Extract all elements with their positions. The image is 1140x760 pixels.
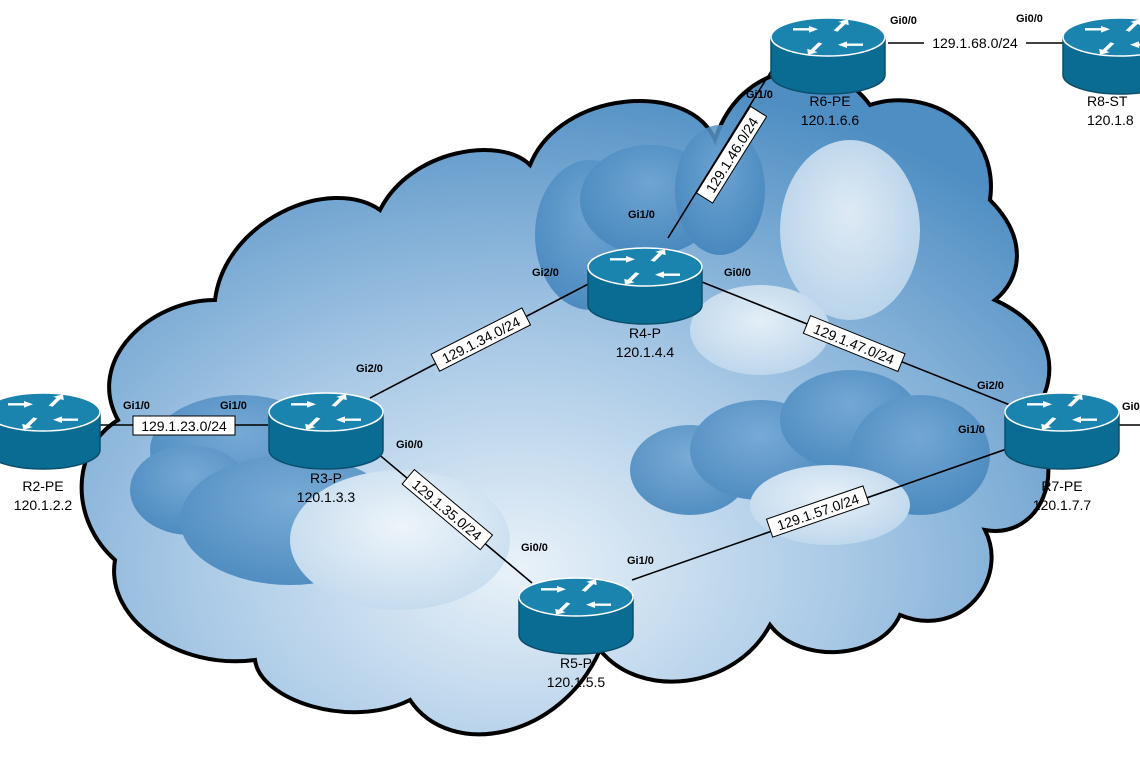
router-address-r6: 120.1.6.6 bbox=[801, 112, 860, 128]
router-icon bbox=[770, 17, 886, 95]
arrow-right-icon bbox=[1027, 401, 1052, 408]
router-arrows bbox=[610, 249, 680, 285]
interface-label-r7-l57: Gi1/0 bbox=[958, 424, 985, 436]
router-name-r4: R4-P bbox=[629, 325, 661, 341]
interface-label-r8-l68: Gi0/0 bbox=[1016, 13, 1043, 25]
subnet-text: 129.1.23.0/24 bbox=[141, 418, 227, 434]
subnet-label-l68: 129.1.68.0/24 bbox=[924, 33, 1026, 52]
routers-layer bbox=[0, 17, 1140, 655]
arrow-right-icon bbox=[541, 586, 566, 593]
router-address-r7: 120.1.7.7 bbox=[1033, 497, 1092, 513]
router-name-r6: R6-PE bbox=[809, 93, 850, 109]
arrow-right-icon bbox=[793, 26, 818, 33]
arrow-left-icon bbox=[53, 416, 78, 423]
router-address-r3: 120.1.3.3 bbox=[297, 489, 356, 505]
link-r4-r6 bbox=[667, 59, 779, 239]
interface-label-r4-l47: Gi0/0 bbox=[724, 267, 751, 279]
interface-labels: Gi1/0 Gi1/0 Gi2/0 Gi2/0 Gi0/0 Gi0/0 Gi1/… bbox=[123, 13, 1140, 567]
arrow-down-icon bbox=[1099, 42, 1115, 55]
arrow-down-icon bbox=[22, 417, 38, 430]
interface-label-r5-l57: Gi1/0 bbox=[627, 555, 654, 567]
arrow-up-icon bbox=[1125, 19, 1140, 32]
interface-label-r7-l47: Gi2/0 bbox=[977, 380, 1004, 392]
interface-label-r3-l34: Gi2/0 bbox=[356, 363, 383, 375]
arrow-up-icon bbox=[1067, 394, 1083, 407]
router-name-r7: R7-PE bbox=[1041, 478, 1082, 494]
router-icon bbox=[587, 247, 703, 325]
router-icon bbox=[518, 577, 634, 655]
arrow-up-icon bbox=[650, 249, 666, 262]
arrow-left-icon bbox=[336, 416, 361, 423]
router-arrows bbox=[1027, 394, 1097, 430]
router-r5[interactable] bbox=[518, 577, 634, 655]
interface-label-r6-l68: Gi0/0 bbox=[890, 15, 917, 27]
router-address-r4: 120.1.4.4 bbox=[616, 344, 675, 360]
interface-label-r4-l34: Gi2/0 bbox=[532, 267, 559, 279]
router-name-r2: R2-PE bbox=[22, 478, 63, 494]
router-arrows bbox=[1085, 19, 1140, 55]
interface-label-r5-l35: Gi0/0 bbox=[521, 542, 548, 554]
router-arrows bbox=[793, 19, 863, 55]
router-icon bbox=[1062, 17, 1140, 95]
router-address-r8: 120.1.8 bbox=[1087, 112, 1134, 128]
router-address-r2: 120.1.2.2 bbox=[14, 497, 73, 513]
arrow-left-icon bbox=[1072, 416, 1097, 423]
router-r7[interactable] bbox=[1004, 392, 1120, 470]
router-arrows bbox=[8, 394, 78, 430]
router-r4[interactable] bbox=[587, 247, 703, 325]
interface-label-r4-l46: Gi1/0 bbox=[628, 209, 655, 221]
router-address-r5: 120.1.5.5 bbox=[547, 674, 606, 690]
arrow-right-icon bbox=[8, 401, 33, 408]
router-r2[interactable] bbox=[0, 392, 101, 470]
interface-label-r3-l35: Gi0/0 bbox=[396, 439, 423, 451]
router-name-r5: R5-P bbox=[560, 655, 592, 671]
arrow-right-icon bbox=[1085, 26, 1110, 33]
arrow-left-icon bbox=[1130, 41, 1140, 49]
arrow-down-icon bbox=[555, 602, 571, 615]
arrow-down-icon bbox=[305, 417, 321, 430]
arrow-left-icon bbox=[586, 601, 611, 608]
arrow-down-icon bbox=[1041, 417, 1057, 430]
arrow-up-icon bbox=[48, 394, 64, 407]
router-arrows bbox=[541, 579, 611, 615]
router-icon bbox=[1004, 392, 1120, 470]
interface-label-r6-l46: Gi1/0 bbox=[746, 89, 773, 101]
arrow-up-icon bbox=[581, 579, 597, 592]
arrow-up-icon bbox=[833, 19, 849, 32]
interface-label-r2-l23: Gi1/0 bbox=[123, 400, 150, 412]
arrow-left-icon bbox=[838, 41, 863, 48]
router-icon bbox=[268, 392, 384, 470]
router-name-r8: R8-ST bbox=[1087, 93, 1128, 109]
router-r8[interactable] bbox=[1062, 17, 1140, 95]
arrow-right-icon bbox=[610, 256, 635, 263]
arrow-left-icon bbox=[655, 271, 680, 278]
router-r3[interactable] bbox=[268, 392, 384, 470]
interface-label-r7-edge: Gi0 bbox=[1122, 401, 1140, 413]
arrow-right-icon bbox=[291, 401, 316, 408]
router-name-r3: R3-P bbox=[310, 470, 342, 486]
router-r6[interactable] bbox=[770, 17, 886, 95]
subnet-text: 129.1.68.0/24 bbox=[932, 35, 1018, 51]
subnet-label-l23: 129.1.23.0/24 bbox=[132, 415, 236, 436]
interface-label-r3-l23: Gi1/0 bbox=[220, 400, 247, 412]
arrow-up-icon bbox=[331, 394, 347, 407]
router-icon bbox=[0, 392, 101, 470]
arrow-down-icon bbox=[807, 42, 823, 55]
arrow-down-icon bbox=[624, 272, 640, 285]
router-labels: R2-PE 120.1.2.2 R3-P 120.1.3.3 R4-P 120.… bbox=[14, 93, 1134, 690]
router-arrows bbox=[291, 394, 361, 430]
